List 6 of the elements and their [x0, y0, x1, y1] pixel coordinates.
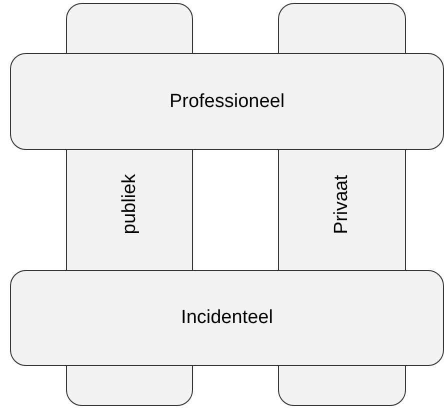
- bar-label: Professioneel: [169, 90, 285, 112]
- bar-label: Incidenteel: [181, 307, 273, 329]
- bar-label: publiek: [118, 174, 140, 235]
- horizontal-rounded-bar: [10, 270, 444, 366]
- bar-label: Privaat: [331, 174, 353, 234]
- horizontal-rounded-bar: [10, 53, 444, 150]
